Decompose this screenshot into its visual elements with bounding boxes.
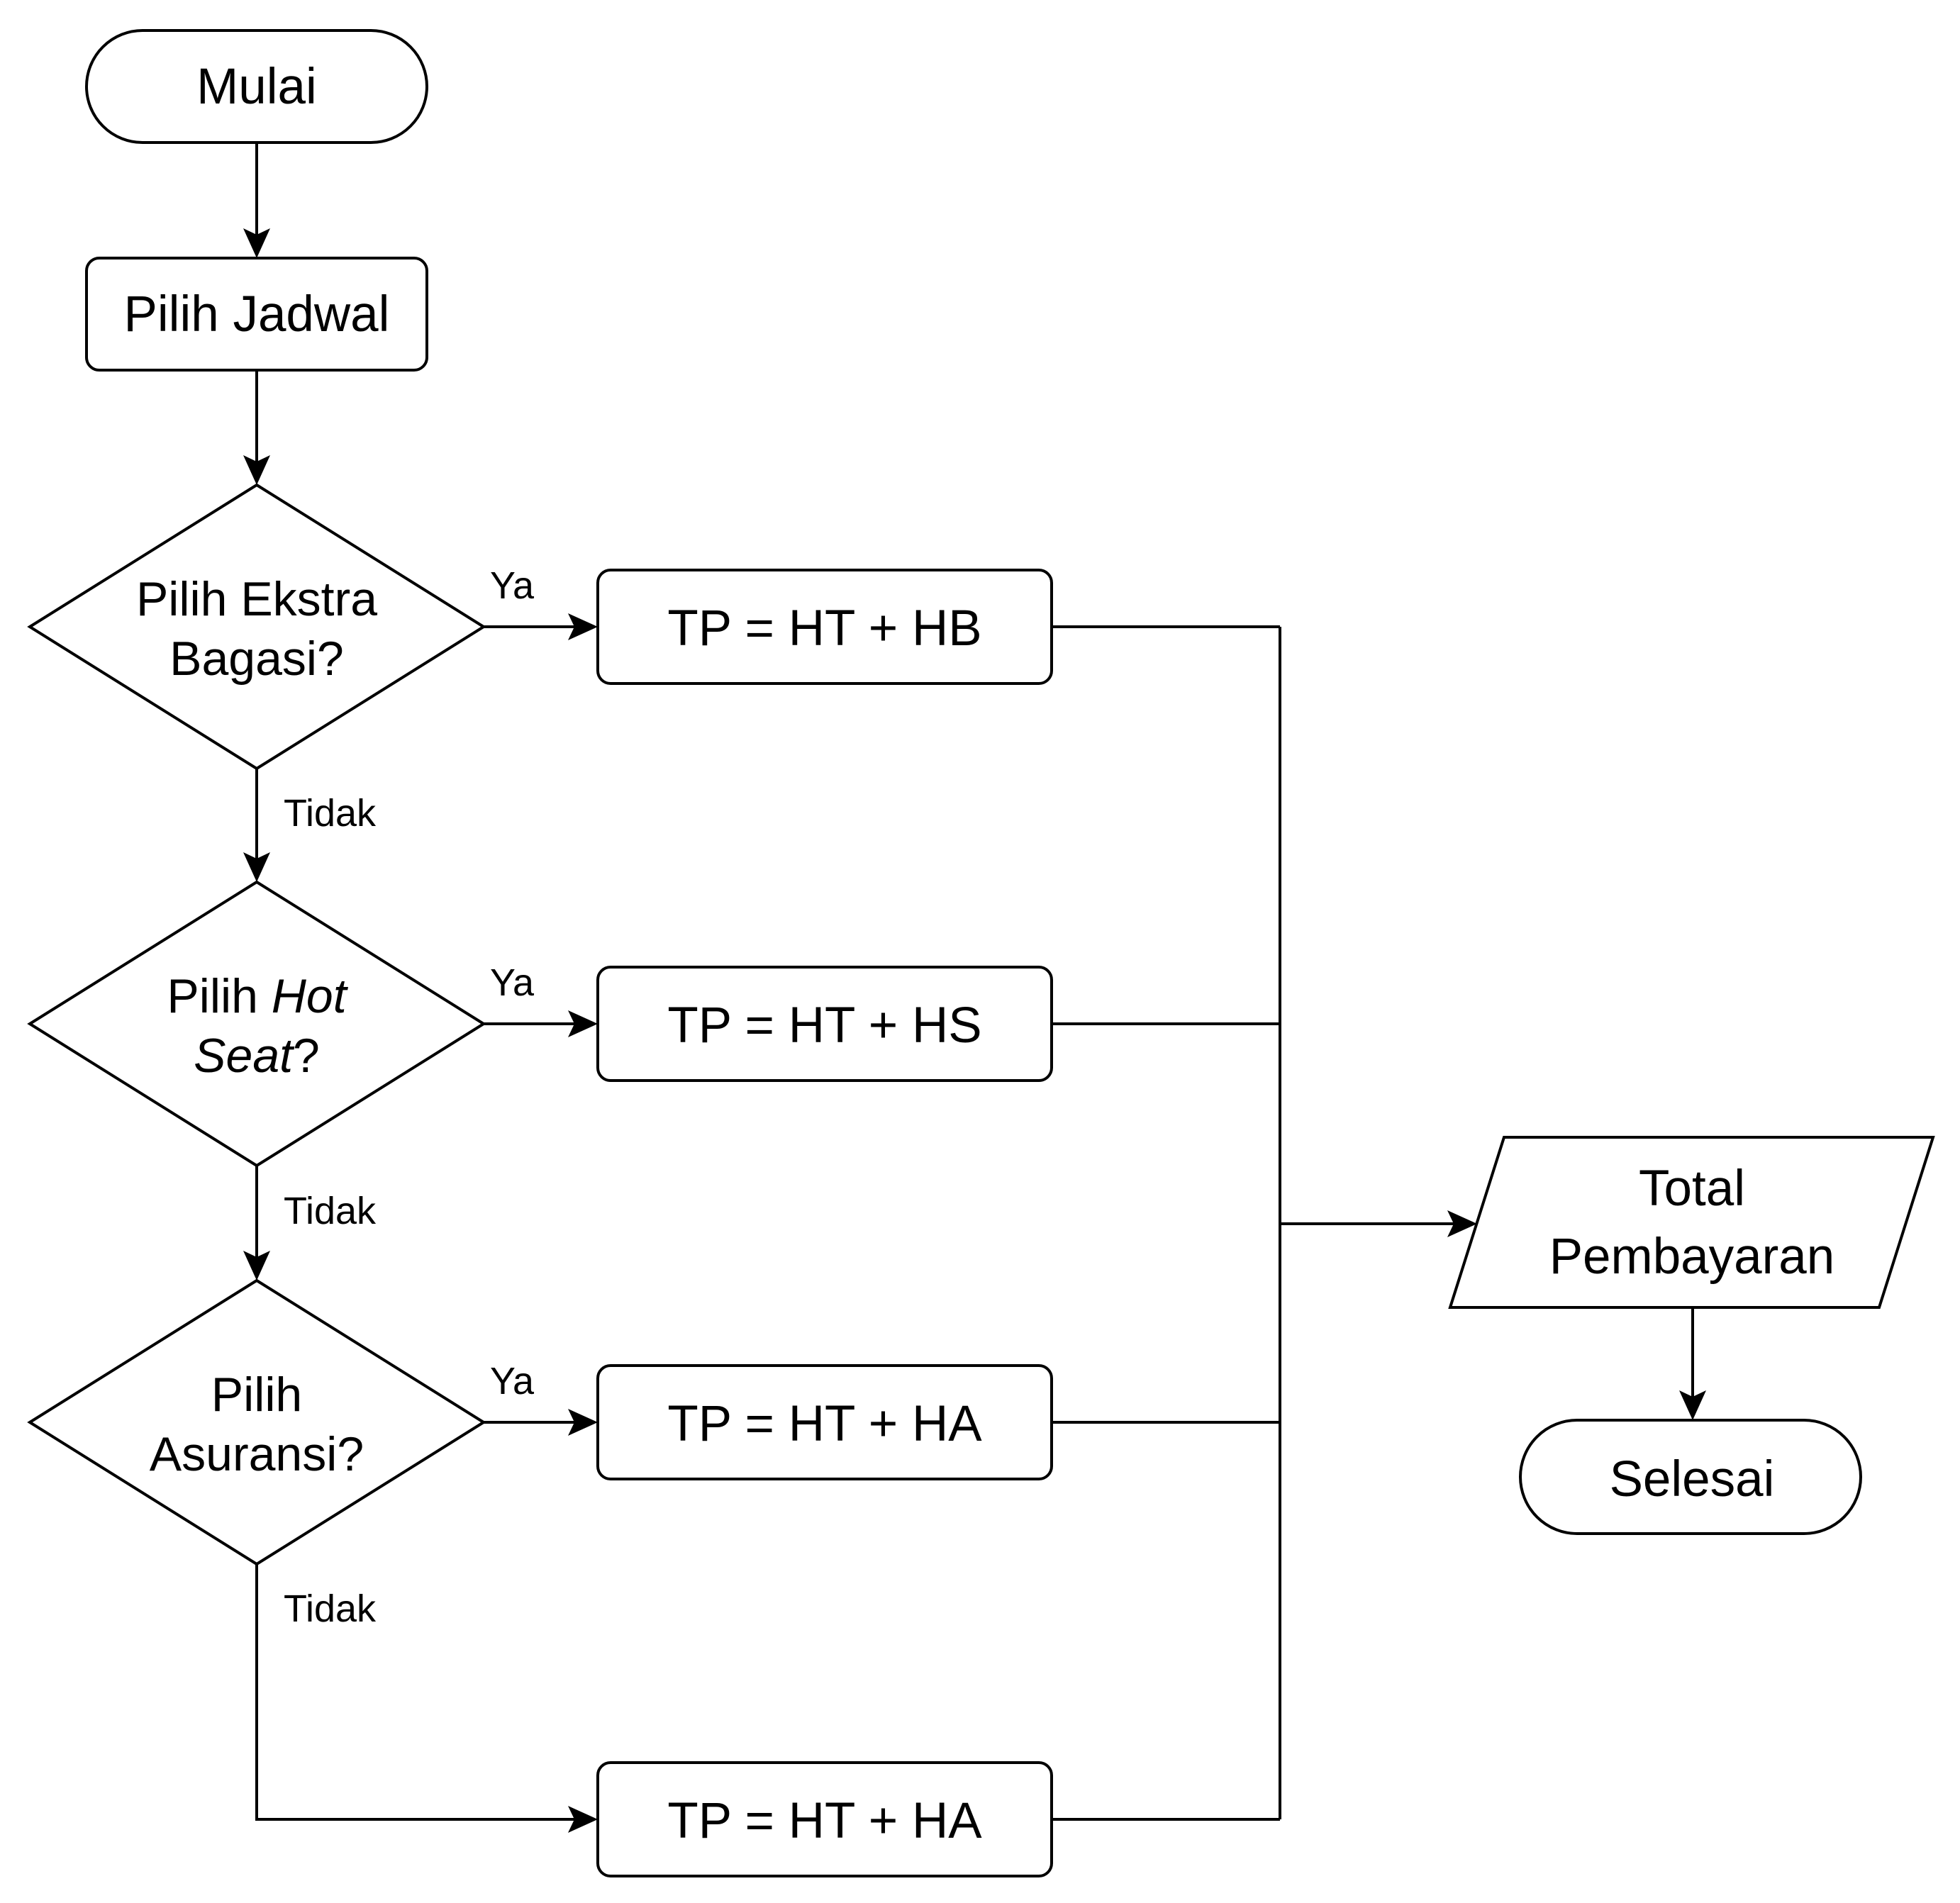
calc-ha-bottom-label: TP = HT + HA (667, 1793, 982, 1849)
hotseat-q-plain1: Pilih (167, 969, 271, 1023)
calc-hb-label: TP = HT + HB (667, 601, 981, 657)
calc-ha-label: TP = HT + HA (667, 1396, 982, 1452)
arrowhead-down (243, 1251, 270, 1280)
calc-hs-label: TP = HT + HS (667, 998, 981, 1054)
insurance-question-line2: Asuransi? (150, 1427, 364, 1481)
insurance-question-line1: Pilih (211, 1368, 303, 1422)
arrowhead-right (568, 1010, 598, 1037)
arrowhead-right (568, 613, 598, 640)
edge-label-yes: Ya (490, 1360, 535, 1402)
arrowhead-down (243, 852, 270, 882)
arrowhead-down (243, 228, 270, 258)
hotseat-q-italic2: Seat (194, 1029, 295, 1083)
end-terminator (1519, 1419, 1862, 1535)
insurance-decision (27, 1278, 486, 1566)
hotseat-question-line2: Seat? (194, 1029, 320, 1083)
edge-label-yes: Ya (490, 961, 535, 1004)
hotseat-question-line1: Pilih Hot (167, 969, 348, 1023)
edge-label-yes: Ya (490, 564, 535, 607)
total-label-line1: Total (1639, 1161, 1745, 1217)
arrowheads (243, 228, 1706, 1833)
schedule-label: Pilih Jadwal (124, 286, 390, 342)
arrowhead-right (1447, 1210, 1477, 1237)
edge-label-no: Tidak (284, 1587, 377, 1630)
hotseat-q-plain2: ? (293, 1029, 320, 1083)
edge-label-no: Tidak (284, 1190, 377, 1232)
hotseat-q-italic1: Hot (272, 969, 349, 1023)
edge-insurance-ha-bottom (255, 1564, 585, 1821)
baggage-decision (27, 483, 486, 771)
start-label: Mulai (196, 59, 317, 115)
end-label: Selesai (1610, 1451, 1775, 1507)
connectors (255, 143, 1694, 1821)
arrowhead-down (243, 455, 270, 485)
arrowhead-right (568, 1806, 598, 1833)
hotseat-decision (27, 880, 486, 1168)
total-output (1448, 1136, 1935, 1309)
baggage-question-line2: Bagasi? (169, 632, 344, 686)
arrowhead-down (1679, 1390, 1706, 1420)
edge-label-no: Tidak (284, 792, 377, 835)
baggage-question-line1: Pilih Ekstra (136, 572, 377, 626)
total-label-line2: Pembayaran (1549, 1229, 1835, 1285)
arrowhead-right (568, 1409, 598, 1436)
